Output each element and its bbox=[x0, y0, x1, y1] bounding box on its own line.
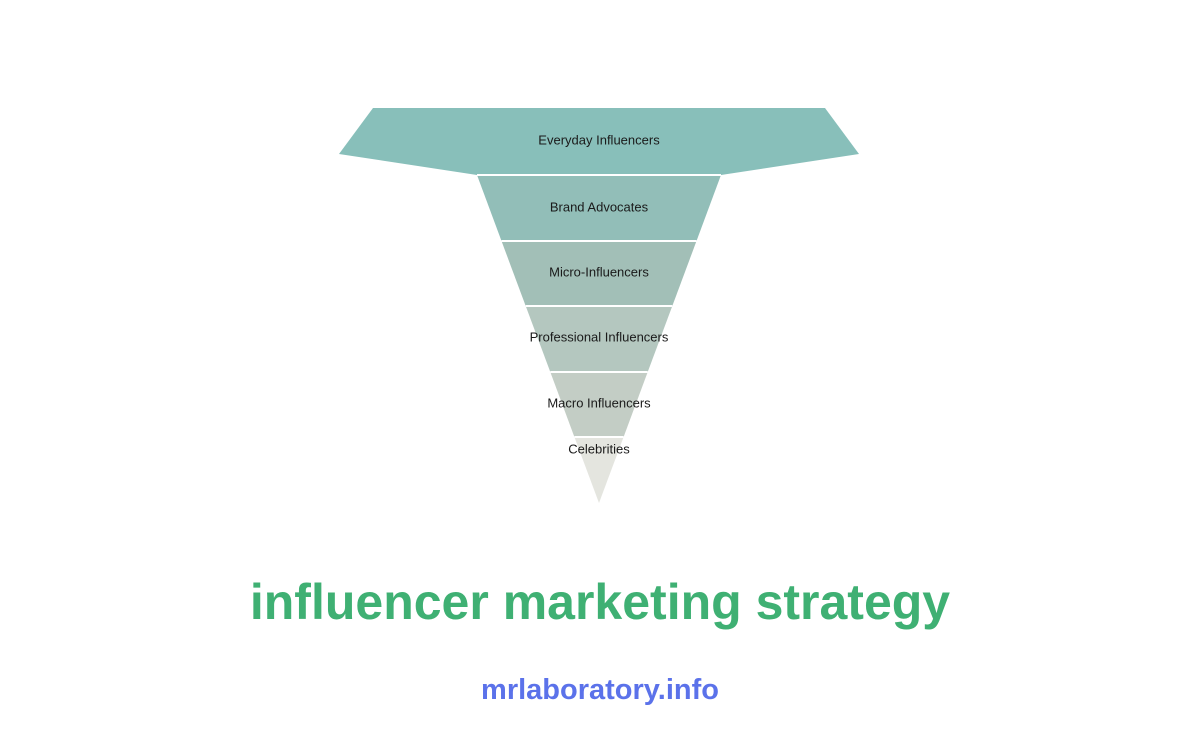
funnel-separators bbox=[477, 174, 721, 438]
tier-label-micro-influencers: Micro-Influencers bbox=[549, 264, 649, 279]
tier-label-brand-advocates: Brand Advocates bbox=[550, 199, 649, 214]
tier-label-celebrities: Celebrities bbox=[568, 441, 630, 456]
tier-everyday-influencers bbox=[339, 108, 859, 175]
tier-celebrities bbox=[574, 437, 624, 503]
tier-label-professional-influencers: Professional Influencers bbox=[530, 329, 669, 344]
funnel-tiers bbox=[339, 108, 859, 503]
tier-micro-influencers bbox=[501, 241, 697, 306]
tier-label-everyday-influencers: Everyday Influencers bbox=[538, 132, 660, 147]
tier-professional-influencers bbox=[525, 306, 673, 372]
tier-label-macro-influencers: Macro Influencers bbox=[547, 395, 651, 410]
site-link[interactable]: mrlaboratory.info bbox=[481, 674, 719, 706]
tier-macro-influencers bbox=[550, 372, 648, 437]
tier-brand-advocates bbox=[477, 175, 721, 241]
page-title: influencer marketing strategy bbox=[249, 574, 951, 630]
